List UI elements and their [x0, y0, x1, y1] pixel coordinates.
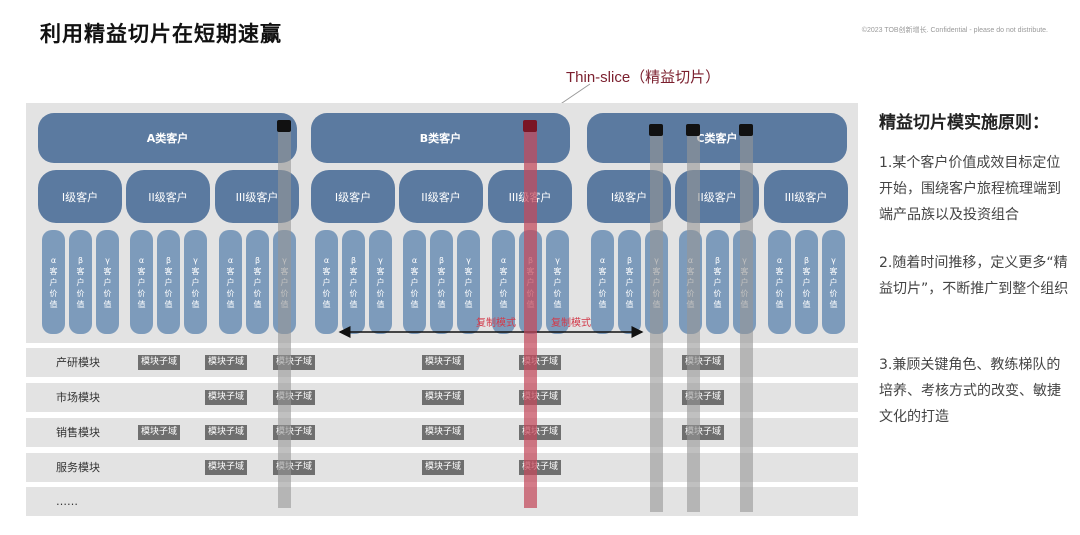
module-subdomain-box: 模块子域 [138, 355, 180, 370]
module-subdomain-box: 模块子域 [138, 425, 180, 440]
principle-2: 2.随着时间推移，定义更多“精益切片”，不断推广到整个组织 [879, 255, 1069, 297]
slice-cap [686, 124, 700, 136]
principles-title: 精益切片模实施原则： [879, 113, 1049, 133]
copy-mode-label-left: 复制模式 [476, 318, 516, 329]
module-subdomain-box: 模块子域 [422, 390, 464, 405]
level-box-2-2: II级客户 [399, 170, 483, 223]
module-row-5: …… [26, 487, 858, 516]
thin-slice-red [524, 122, 537, 508]
thin-slice-3 [650, 126, 663, 512]
level-box-2-1: I级客户 [311, 170, 395, 223]
principle-3: 3.兼顾关键角色、教练梯队的培养、考核方式的改变、敏捷文化的打造 [879, 357, 1061, 425]
customer-box-1: A类客户 [38, 113, 297, 163]
copyright-notice: ©2023 TOB创新增长. Confidential - please do … [861, 27, 1048, 34]
slice-cap [523, 120, 537, 132]
module-subdomain-box: 模块子域 [422, 460, 464, 475]
thin-slice-callout: Thin-slice（精益切片） [566, 69, 721, 86]
module-label: 市场模块 [56, 391, 100, 404]
level-box-1-1: I级客户 [38, 170, 122, 223]
module-subdomain-box: 模块子域 [205, 460, 247, 475]
principle-1: 1.某个客户价值成效目标定位开始，围绕客户旅程梳理端到端产品族以及投资组合 [879, 155, 1061, 223]
module-subdomain-box: 模块子域 [205, 425, 247, 440]
module-label: 产研模块 [56, 356, 100, 369]
module-subdomain-box: 模块子域 [205, 355, 247, 370]
copy-mode-label-right: 复制模式 [551, 318, 591, 329]
module-label: 服务模块 [56, 461, 100, 474]
level-box-3-3: III级客户 [764, 170, 848, 223]
thin-slice-1 [278, 122, 291, 508]
thin-slice-4 [687, 126, 700, 512]
customer-box-3: C类客户 [587, 113, 847, 163]
slice-cap [739, 124, 753, 136]
slice-cap [277, 120, 291, 132]
module-label: …… [56, 495, 78, 508]
module-subdomain-box: 模块子域 [205, 390, 247, 405]
slice-cap [649, 124, 663, 136]
level-box-1-2: II级客户 [126, 170, 210, 223]
thin-slice-5 [740, 126, 753, 512]
page-title: 利用精益切片在短期速赢 [40, 21, 282, 46]
module-subdomain-box: 模块子域 [422, 425, 464, 440]
module-label: 销售模块 [56, 426, 100, 439]
module-subdomain-box: 模块子域 [422, 355, 464, 370]
